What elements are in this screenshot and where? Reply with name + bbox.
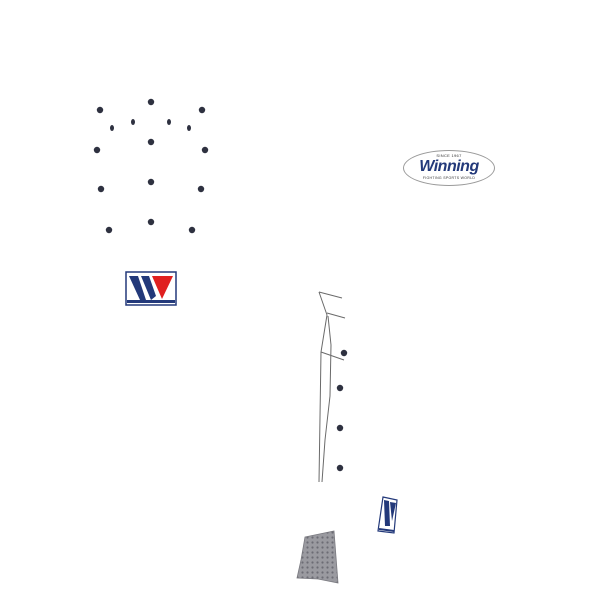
shoe-side-outline <box>318 291 346 483</box>
eyelet-dot <box>167 119 171 125</box>
eyelet-dot <box>188 226 196 234</box>
eyelet-dot <box>96 106 104 114</box>
w-emblem-icon <box>125 271 177 306</box>
eyelet-dot <box>201 146 209 154</box>
brand-wordmark: Winning <box>419 158 479 175</box>
eyelet-dot <box>105 226 113 234</box>
eyelet-dot <box>147 178 155 186</box>
eyelet-dot-grid <box>93 98 209 234</box>
brand-since-text: SINCE 1967 <box>436 153 462 158</box>
eyelet-dot <box>198 106 206 114</box>
side-eyelet-column <box>336 349 348 472</box>
w-emblem-small-icon <box>377 496 398 534</box>
eyelet-dot <box>97 185 105 193</box>
eyelet-dot <box>147 98 155 106</box>
eyelet-dot <box>336 424 344 432</box>
eyelet-dot <box>336 464 344 472</box>
eyelet-dot <box>93 146 101 154</box>
eyelet-dot <box>147 218 155 226</box>
eyelet-dot <box>187 125 191 131</box>
eyelet-dot <box>110 125 114 131</box>
brand-logo: SINCE 1967 Winning FIGHTING SPORTS WORLD <box>403 150 495 186</box>
eyelet-dot <box>336 384 344 392</box>
eyelet-dot <box>340 349 348 357</box>
brand-tagline: FIGHTING SPORTS WORLD <box>422 176 476 180</box>
eyelet-dot <box>131 119 135 125</box>
sole-patch-icon <box>296 530 339 584</box>
eyelet-dot <box>147 138 155 146</box>
eyelet-dot <box>197 185 205 193</box>
